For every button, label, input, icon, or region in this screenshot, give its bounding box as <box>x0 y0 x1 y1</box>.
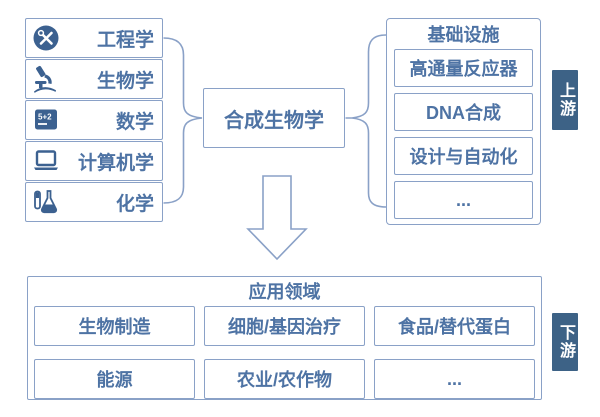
discipline-biology: 生物学 <box>25 59 163 99</box>
discipline-label: 工程学 <box>96 29 154 51</box>
discipline-label: 数学 <box>115 111 154 133</box>
blackboard-formula: 5+2 <box>38 113 52 122</box>
application-item: 食品/替代蛋白 <box>374 306 535 346</box>
blackboard-icon: 5+2 <box>32 106 60 134</box>
infrastructure-item: DNA合成 <box>394 93 533 131</box>
application-item: 生物制造 <box>34 306 195 346</box>
infrastructure-item-more: ... <box>394 181 533 219</box>
applications-title: 应用领域 <box>248 282 321 302</box>
flask-icon <box>32 188 60 216</box>
application-item: 农业/农作物 <box>204 359 365 399</box>
discipline-math: 5+2 数学 <box>25 100 163 140</box>
discipline-computer-science: 计算机学 <box>25 141 163 181</box>
discipline-label: 化学 <box>115 193 154 215</box>
infrastructure-item: 设计与自动化 <box>394 137 533 175</box>
discipline-label: 生物学 <box>96 70 154 92</box>
infrastructure-title: 基础设施 <box>427 25 500 45</box>
right-brace <box>345 34 387 208</box>
discipline-chemistry: 化学 <box>25 182 163 222</box>
disciplines-panel: 工程学 生物学 5+2 数学 <box>25 18 163 223</box>
downstream-badge: 下游 <box>552 313 578 371</box>
tools-icon <box>32 24 60 52</box>
application-item-more: ... <box>374 359 535 399</box>
infrastructure-panel: 基础设施 高通量反应器 DNA合成 设计与自动化 ... <box>386 18 541 225</box>
microscope-icon <box>32 65 60 93</box>
left-brace <box>163 37 203 204</box>
application-item: 能源 <box>34 359 195 399</box>
applications-panel: 应用领域 生物制造 细胞/基因治疗 食品/替代蛋白 能源 农业/农作物 ... <box>27 276 542 400</box>
down-arrow <box>246 175 308 261</box>
applications-grid: 生物制造 细胞/基因治疗 食品/替代蛋白 能源 农业/农作物 ... <box>34 306 535 399</box>
discipline-engineering: 工程学 <box>25 18 163 58</box>
center-label: 合成生物学 <box>224 109 324 132</box>
synthetic-biology-node: 合成生物学 <box>203 88 345 148</box>
discipline-label: 计算机学 <box>77 152 154 174</box>
upstream-badge: 上游 <box>552 70 578 130</box>
infrastructure-item: 高通量反应器 <box>394 49 533 87</box>
application-item: 细胞/基因治疗 <box>204 306 365 346</box>
laptop-icon <box>32 147 60 175</box>
